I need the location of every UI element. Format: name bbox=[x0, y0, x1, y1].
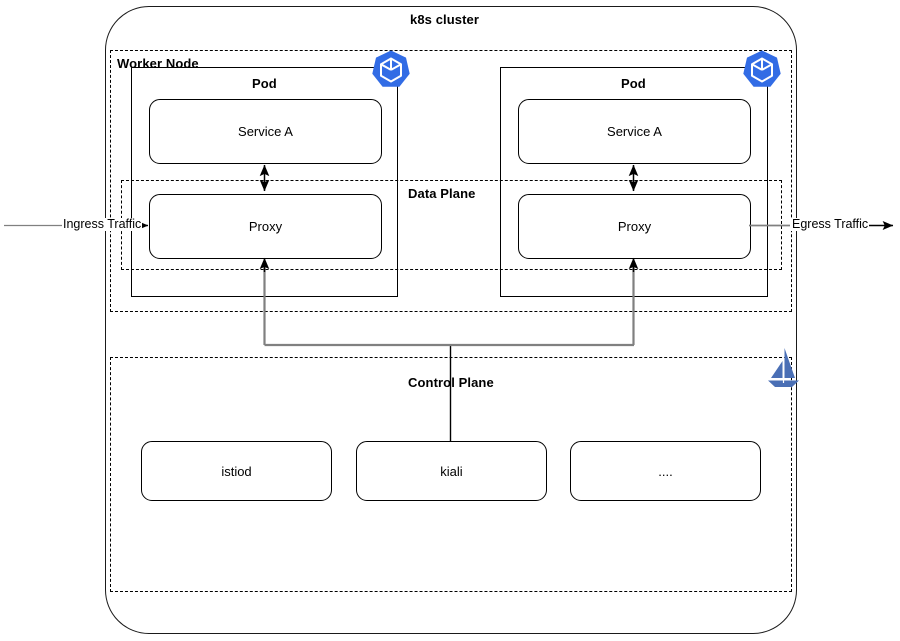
service-a-box-2[interactable]: Service A bbox=[518, 99, 751, 164]
proxy-box-1[interactable]: Proxy bbox=[149, 194, 382, 259]
control-plane-title: Control Plane bbox=[408, 375, 494, 390]
istio-sail-icon-wrap bbox=[762, 345, 804, 393]
service-a-label-1: Service A bbox=[238, 124, 293, 139]
istio-sail-icon bbox=[768, 348, 799, 387]
proxy-label-1: Proxy bbox=[248, 219, 283, 234]
service-a-label-2: Service A bbox=[607, 124, 662, 139]
control-plane-component-kiali[interactable]: kiali bbox=[356, 441, 547, 501]
control-plane-component-more[interactable]: .... bbox=[570, 441, 761, 501]
more-components-label: .... bbox=[658, 463, 673, 479]
kiali-label: kiali bbox=[440, 463, 463, 479]
worker-node-boundary bbox=[110, 50, 792, 312]
kubernetes-icon bbox=[372, 50, 410, 87]
istiod-label: istiod bbox=[221, 463, 252, 479]
kubernetes-icon-wrap-1 bbox=[370, 49, 412, 91]
k8s-cluster-title: k8s cluster bbox=[410, 12, 480, 27]
kubernetes-icon bbox=[743, 50, 781, 87]
worker-node-title: Worker Node bbox=[117, 56, 199, 71]
control-plane-component-istiod[interactable]: istiod bbox=[141, 441, 332, 501]
service-a-box-1[interactable]: Service A bbox=[149, 99, 382, 164]
proxy-box-2[interactable]: Proxy bbox=[518, 194, 751, 259]
pod-label-2: Pod bbox=[621, 76, 646, 91]
ingress-traffic-label: Ingress Traffic bbox=[62, 217, 143, 231]
pod-label-1: Pod bbox=[252, 76, 277, 91]
data-plane-title: Data Plane bbox=[408, 186, 476, 201]
proxy-label-2: Proxy bbox=[617, 219, 652, 234]
kubernetes-icon-wrap-2 bbox=[741, 49, 783, 91]
k8s-cluster-boundary bbox=[105, 6, 797, 634]
egress-traffic-label: Egress Traffic bbox=[791, 217, 870, 231]
